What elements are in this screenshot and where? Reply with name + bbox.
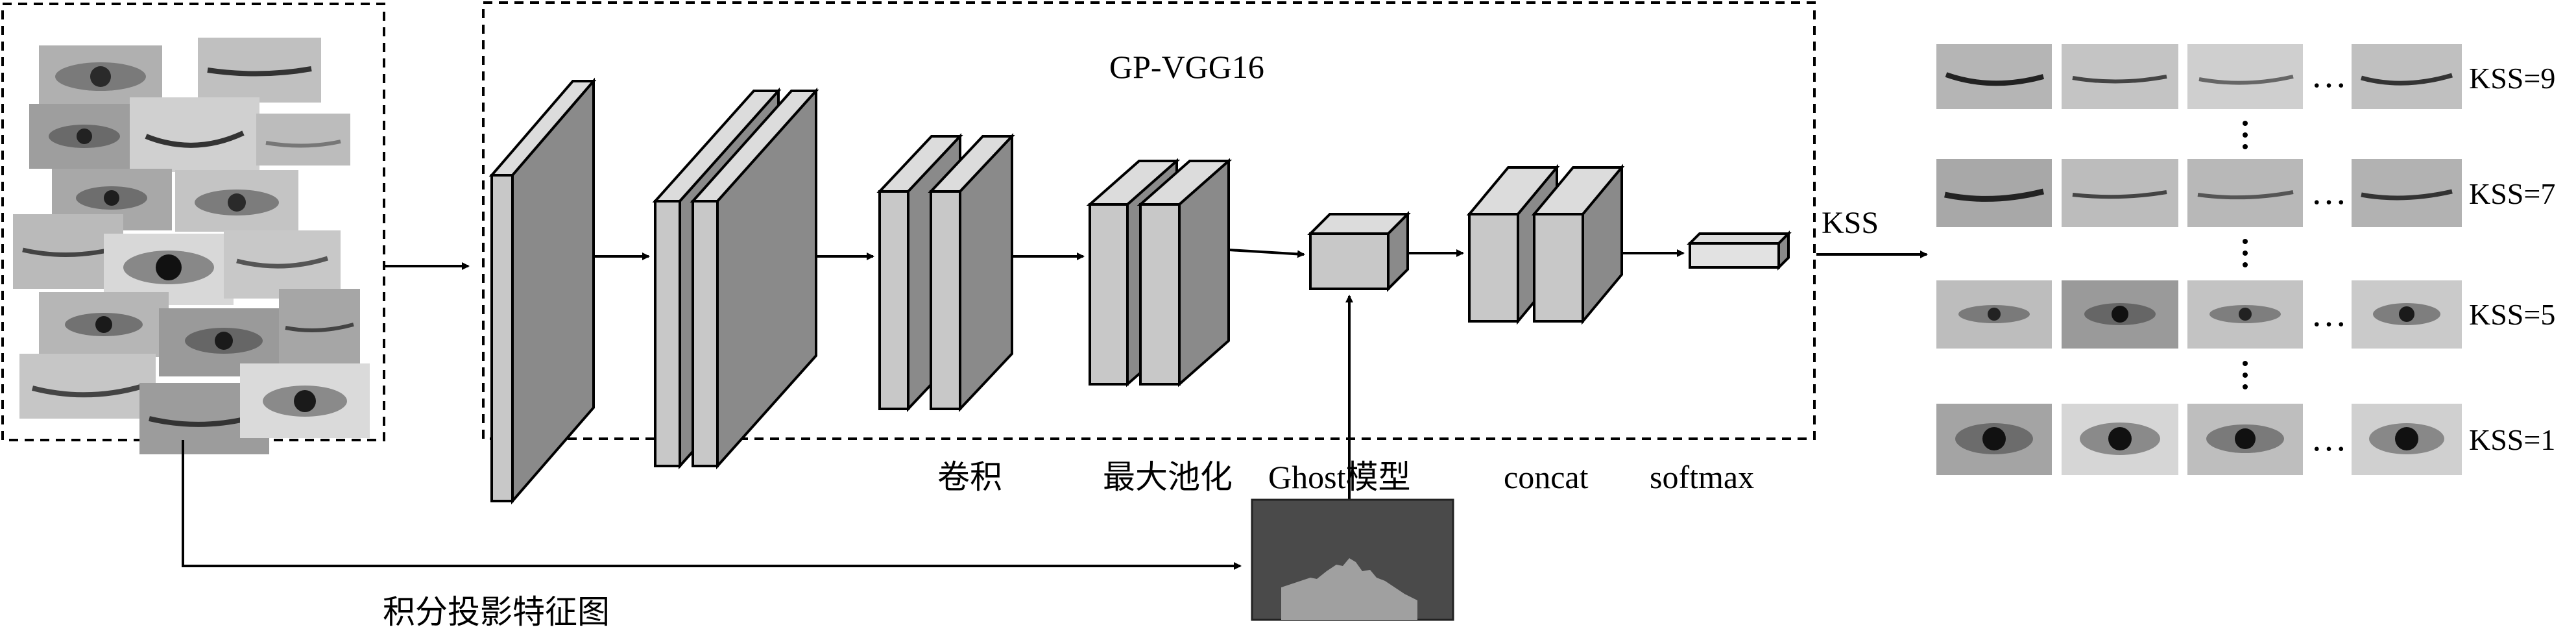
- row-ellipsis: …: [2311, 419, 2347, 459]
- label-softmax: softmax: [1650, 459, 1755, 495]
- eye-thumbnail: [198, 38, 321, 103]
- kss-row-5-images: [1936, 280, 2462, 349]
- input-eye-collage: [13, 38, 370, 454]
- network-box: [482, 1, 1816, 440]
- label-maxpool: 最大池化: [1103, 459, 1233, 495]
- eye-thumbnail: [39, 292, 169, 357]
- input-images-box: [1, 3, 385, 441]
- concat-block: [1466, 164, 1625, 325]
- row-ellipsis: …: [2311, 55, 2347, 95]
- eye-thumbnail: [39, 45, 162, 107]
- label-ghost: Ghost模型: [1268, 459, 1411, 495]
- feature-map-label: 积分投影特征图: [383, 594, 610, 630]
- eye-thumbnail: [19, 354, 156, 419]
- kss-row-1-images: [1936, 404, 2462, 475]
- projection-feature-map: [1251, 498, 1454, 621]
- conv-block-2: [652, 87, 819, 470]
- softmax-block: [1687, 230, 1792, 271]
- conv-block-3: [876, 132, 1015, 413]
- vertical-ellipsis-dots: [2243, 121, 2248, 389]
- arrow-to-projection-map: [182, 440, 1242, 570]
- kss-row-7-images: [1936, 159, 2462, 227]
- eye-thumbnail: [130, 97, 259, 172]
- conv-block-1: [488, 77, 597, 505]
- ghost-module-block: [1307, 211, 1411, 292]
- eye-thumbnail: [175, 170, 298, 232]
- kss-label-5: KSS=5: [2469, 298, 2556, 331]
- label-concat: concat: [1504, 459, 1589, 495]
- eye-thumbnail: [29, 104, 139, 169]
- eye-thumbnail: [256, 114, 350, 166]
- conv-block-4: [1086, 158, 1233, 387]
- label-conv: 卷积: [937, 459, 1002, 495]
- kss-label-7: KSS=7: [2469, 177, 2556, 210]
- kss-label-9: KSS=9: [2469, 62, 2556, 95]
- row-ellipsis: …: [2311, 294, 2347, 334]
- kss-row-9-images: [1936, 44, 2462, 109]
- eye-thumbnail: [279, 289, 360, 367]
- network-title: GP-VGG16: [1109, 49, 1264, 85]
- output-edge-label: KSS: [1822, 206, 1879, 240]
- kss-output-grid: [1936, 44, 2462, 475]
- eye-thumbnail: [240, 363, 370, 438]
- row-ellipsis: …: [2311, 172, 2347, 212]
- pipeline-arrows: [594, 249, 1685, 565]
- kss-label-1: KSS=1: [2469, 423, 2556, 456]
- eye-thumbnail: [224, 230, 341, 299]
